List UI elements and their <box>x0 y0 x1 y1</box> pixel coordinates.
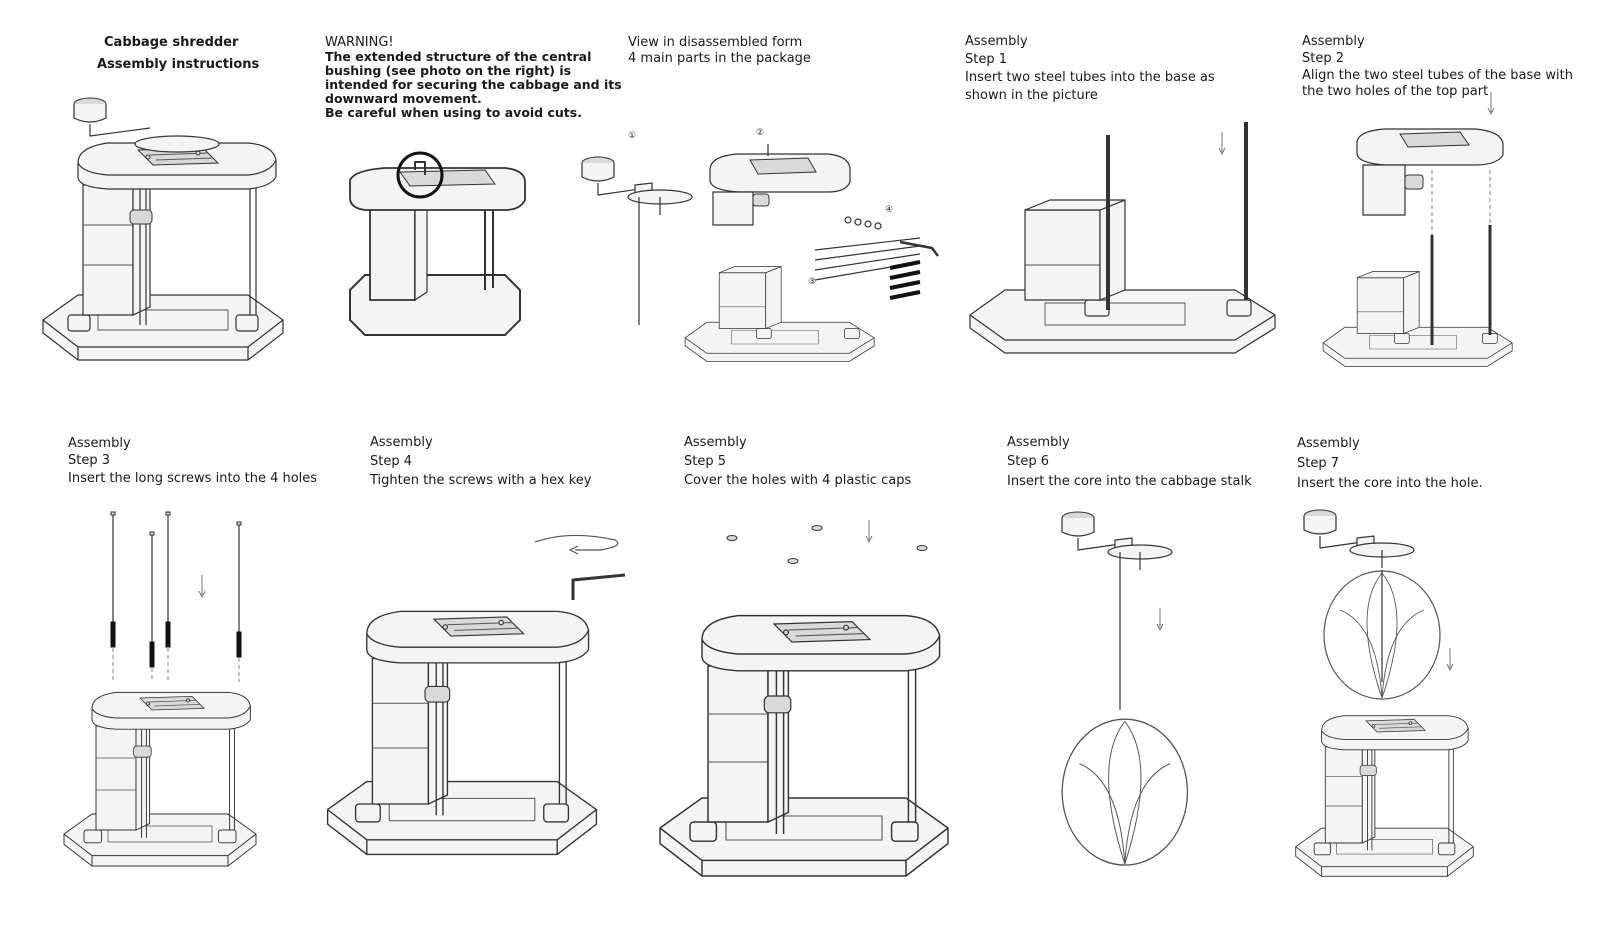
step-6-line-1: Insert the core into the cabbage stalk <box>1007 474 1252 489</box>
panel-step-4: Assembly Step 4 Tighten the screws with … <box>326 420 640 933</box>
step-1-line-1: Insert two steel tubes into the base as <box>965 70 1215 85</box>
panel-step-5: Assembly Step 5 Cover the holes with 4 p… <box>640 420 980 933</box>
warning-line-4: downward movement. <box>325 91 482 106</box>
step-1-illustration <box>969 122 1276 354</box>
step-5-illustration <box>659 519 949 877</box>
step-2-heading: Assembly <box>1302 34 1365 49</box>
step-2-line-1: Align the two steel tubes of the base wi… <box>1302 68 1573 83</box>
warning-line-5: Be careful when using to avoid cuts. <box>325 105 582 120</box>
step-1-label: Step 1 <box>965 52 1008 67</box>
step-1-line-2: shown in the picture <box>965 88 1098 103</box>
panel-warning: WARNING! The extended structure of the c… <box>310 0 622 400</box>
panel-intro: Cabbage shredder Assembly instructions <box>0 0 310 400</box>
step-2-label: Step 2 <box>1302 51 1345 66</box>
part-marker-4: ④ <box>885 205 893 215</box>
step-6-heading: Assembly <box>1007 435 1070 450</box>
part-marker-3: ③ <box>808 277 816 287</box>
step-7-illustration <box>1295 509 1474 877</box>
step-7-line-1: Insert the core into the hole. <box>1297 476 1483 491</box>
step-2-line-2: the two holes of the top part <box>1302 84 1489 99</box>
panel-parts: View in disassembled form 4 main parts i… <box>581 0 950 400</box>
panel-step-3: Assembly Step 3 Insert the long screws i… <box>0 420 330 933</box>
step-5-label: Step 5 <box>684 454 727 469</box>
parts-line-1: View in disassembled form <box>628 35 803 50</box>
step-1-heading: Assembly <box>965 34 1028 49</box>
intro-title: Cabbage shredder <box>104 35 239 50</box>
panel-step-7: Assembly Step 7 Insert the core into the… <box>1280 420 1600 933</box>
panel-step-6: Assembly Step 6 Insert the core into the… <box>980 420 1280 933</box>
step-6-illustration <box>1061 511 1189 866</box>
step-7-label: Step 7 <box>1297 456 1340 471</box>
panel-step-1: Assembly Step 1 Insert two steel tubes i… <box>950 0 1290 400</box>
warning-heading: WARNING! <box>325 35 394 50</box>
warning-line-3: intended for securing the cabbage and it… <box>325 77 622 92</box>
parts-illustration: ① ② ③ ④ <box>581 128 939 362</box>
step-4-line-1: Tighten the screws with a hex key <box>370 473 592 488</box>
step-3-line-1: Insert the long screws into the 4 holes <box>68 471 318 486</box>
assembled-shredder-illustration <box>42 97 284 361</box>
step-7-heading: Assembly <box>1297 436 1360 451</box>
intro-subtitle: Assembly instructions <box>97 57 260 72</box>
warning-bushing-illustration <box>349 151 526 336</box>
panel-step-2: Assembly Step 2 Align the two steel tube… <box>1290 0 1600 400</box>
step-5-heading: Assembly <box>684 435 747 450</box>
step-3-illustration <box>63 511 257 867</box>
step-4-illustration <box>326 534 626 856</box>
parts-line-2: 4 main parts in the package <box>628 51 811 66</box>
step-6-label: Step 6 <box>1007 454 1050 469</box>
step-5-line-1: Cover the holes with 4 plastic caps <box>684 473 912 488</box>
step-4-heading: Assembly <box>370 435 433 450</box>
warning-line-2: bushing (see photo on the right) is <box>325 63 572 78</box>
part-marker-1: ① <box>628 131 636 141</box>
step-3-label: Step 3 <box>68 453 111 468</box>
warning-line-1: The extended structure of the central <box>325 49 592 64</box>
step-3-heading: Assembly <box>68 436 131 451</box>
step-2-illustration <box>1322 91 1513 367</box>
step-4-label: Step 4 <box>370 454 413 469</box>
part-marker-2: ② <box>756 128 764 138</box>
